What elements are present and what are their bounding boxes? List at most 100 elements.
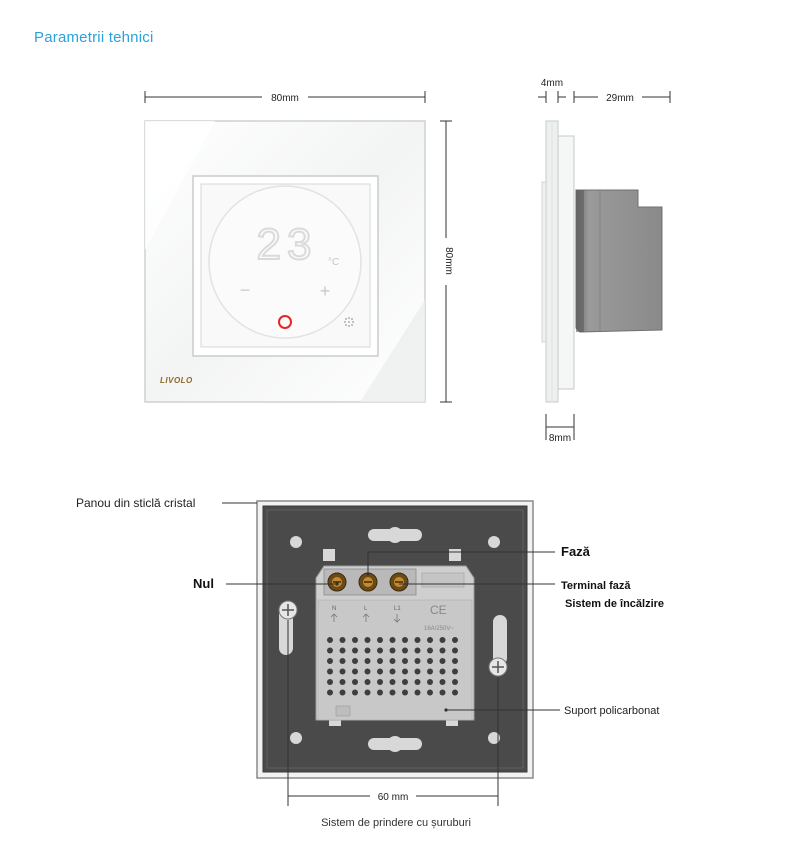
vent-hole bbox=[427, 689, 433, 696]
terminal-l bbox=[358, 572, 378, 592]
vent-hole bbox=[439, 637, 446, 643]
vent-hole bbox=[452, 689, 458, 696]
vent-hole bbox=[414, 689, 421, 696]
vent-hole bbox=[452, 679, 458, 685]
body-depth-label: 29mm bbox=[606, 93, 634, 104]
power-icon[interactable] bbox=[278, 315, 292, 329]
front-view: 80mm 80mm 23 °C − + bbox=[144, 91, 454, 403]
vent-hole bbox=[377, 679, 383, 685]
vent-hole bbox=[364, 679, 371, 685]
vent-holes bbox=[327, 637, 458, 696]
vent-hole bbox=[389, 658, 396, 664]
temperature-display: 23 bbox=[257, 220, 318, 269]
vent-hole bbox=[402, 668, 408, 675]
vent-hole bbox=[402, 689, 408, 696]
temperature-unit: °C bbox=[328, 257, 339, 268]
vent-hole bbox=[377, 637, 383, 643]
vent-hole bbox=[339, 689, 346, 696]
terminal-mark-n: N bbox=[332, 606, 336, 612]
minus-button[interactable]: − bbox=[240, 280, 251, 300]
mounting-label: Sistem de prindere cu șuruburi bbox=[321, 817, 471, 829]
vent-hole bbox=[339, 658, 346, 664]
vent-hole bbox=[389, 637, 396, 643]
terminal-n bbox=[327, 572, 347, 592]
terminal-mark-l: L bbox=[364, 606, 368, 612]
vent-hole bbox=[352, 668, 358, 675]
vent-hole bbox=[389, 679, 396, 685]
vent-hole bbox=[327, 679, 333, 685]
vent-hole bbox=[427, 658, 433, 664]
vent-hole bbox=[452, 658, 458, 664]
vent-hole bbox=[427, 668, 433, 675]
vent-hole bbox=[377, 668, 383, 675]
rating-mark: 16A/250V~ bbox=[424, 626, 454, 632]
terminal-arrows bbox=[330, 613, 401, 623]
vent-hole bbox=[327, 658, 333, 664]
brand-logo: LIVOLO bbox=[160, 376, 193, 385]
side-view: 4mm 29mm 8mm bbox=[538, 78, 671, 444]
vent-hole bbox=[377, 647, 383, 654]
settings-dots-icon[interactable] bbox=[344, 317, 354, 327]
vent-hole bbox=[402, 647, 408, 654]
side-body bbox=[575, 189, 663, 333]
vent-hole bbox=[352, 689, 358, 696]
vent-hole bbox=[427, 679, 433, 685]
vent-hole bbox=[364, 637, 371, 643]
vent-hole bbox=[402, 679, 408, 685]
vent-hole bbox=[414, 679, 421, 685]
vent-hole bbox=[364, 658, 371, 664]
callout-lines bbox=[222, 502, 560, 711]
vent-hole bbox=[327, 689, 333, 696]
glass-reflection bbox=[145, 121, 215, 250]
vent-hole bbox=[377, 658, 383, 664]
glass-depth-label: 4mm bbox=[541, 78, 563, 89]
right-screw-icon bbox=[488, 657, 508, 677]
vent-hole bbox=[352, 637, 358, 643]
vent-hole bbox=[339, 679, 346, 685]
vent-hole bbox=[452, 668, 458, 675]
width-dimension bbox=[144, 91, 426, 103]
vent-hole bbox=[402, 658, 408, 664]
vent-hole bbox=[439, 658, 446, 664]
vent-hole bbox=[339, 647, 346, 654]
vent-hole bbox=[427, 637, 433, 643]
vent-hole bbox=[327, 647, 333, 654]
neutral-label: Nul bbox=[193, 576, 214, 591]
vent-hole bbox=[414, 668, 421, 675]
terminal-block bbox=[323, 568, 417, 596]
vent-hole bbox=[439, 689, 446, 696]
right-slot bbox=[493, 615, 507, 665]
vent-hole bbox=[339, 668, 346, 675]
vent-hole bbox=[339, 637, 346, 643]
vent-hole bbox=[439, 647, 446, 654]
terminal-l1 bbox=[389, 572, 409, 592]
vent-hole bbox=[377, 689, 383, 696]
plus-button[interactable]: + bbox=[320, 281, 331, 301]
page-title: Parametrii tehnici bbox=[34, 29, 154, 46]
vent-hole bbox=[364, 668, 371, 675]
vent-hole bbox=[414, 637, 421, 643]
vent-hole bbox=[327, 668, 333, 675]
vent-hole bbox=[389, 647, 396, 654]
vent-hole bbox=[352, 647, 358, 654]
height-dimension bbox=[440, 120, 452, 403]
vent-hole bbox=[389, 689, 396, 696]
vent-hole bbox=[427, 647, 433, 654]
phase-label: Fază bbox=[561, 544, 591, 559]
terminal-label-line2: Sistem de încălzire bbox=[565, 598, 664, 610]
support-label: Suport policarbonat bbox=[564, 705, 659, 717]
back-view: N L L1 CE 16A/250V~ 60 mm Sistem de prin… bbox=[76, 496, 664, 829]
side-top-dimension bbox=[538, 91, 671, 103]
glass-reflection-2 bbox=[360, 300, 425, 402]
side-bottom-dimension bbox=[545, 414, 575, 440]
screw-spacing-label: 60 mm bbox=[378, 792, 409, 803]
vent-hole bbox=[364, 647, 371, 654]
thermostat-dial bbox=[208, 185, 362, 339]
vent-hole bbox=[452, 637, 458, 643]
terminal-label-line1: Terminal fază bbox=[561, 580, 631, 592]
height-label: 80mm bbox=[443, 247, 454, 275]
left-screw-icon bbox=[278, 600, 298, 620]
ce-mark: CE bbox=[430, 603, 447, 617]
side-frame bbox=[557, 135, 575, 390]
screw-spacing-dimension bbox=[287, 620, 499, 806]
